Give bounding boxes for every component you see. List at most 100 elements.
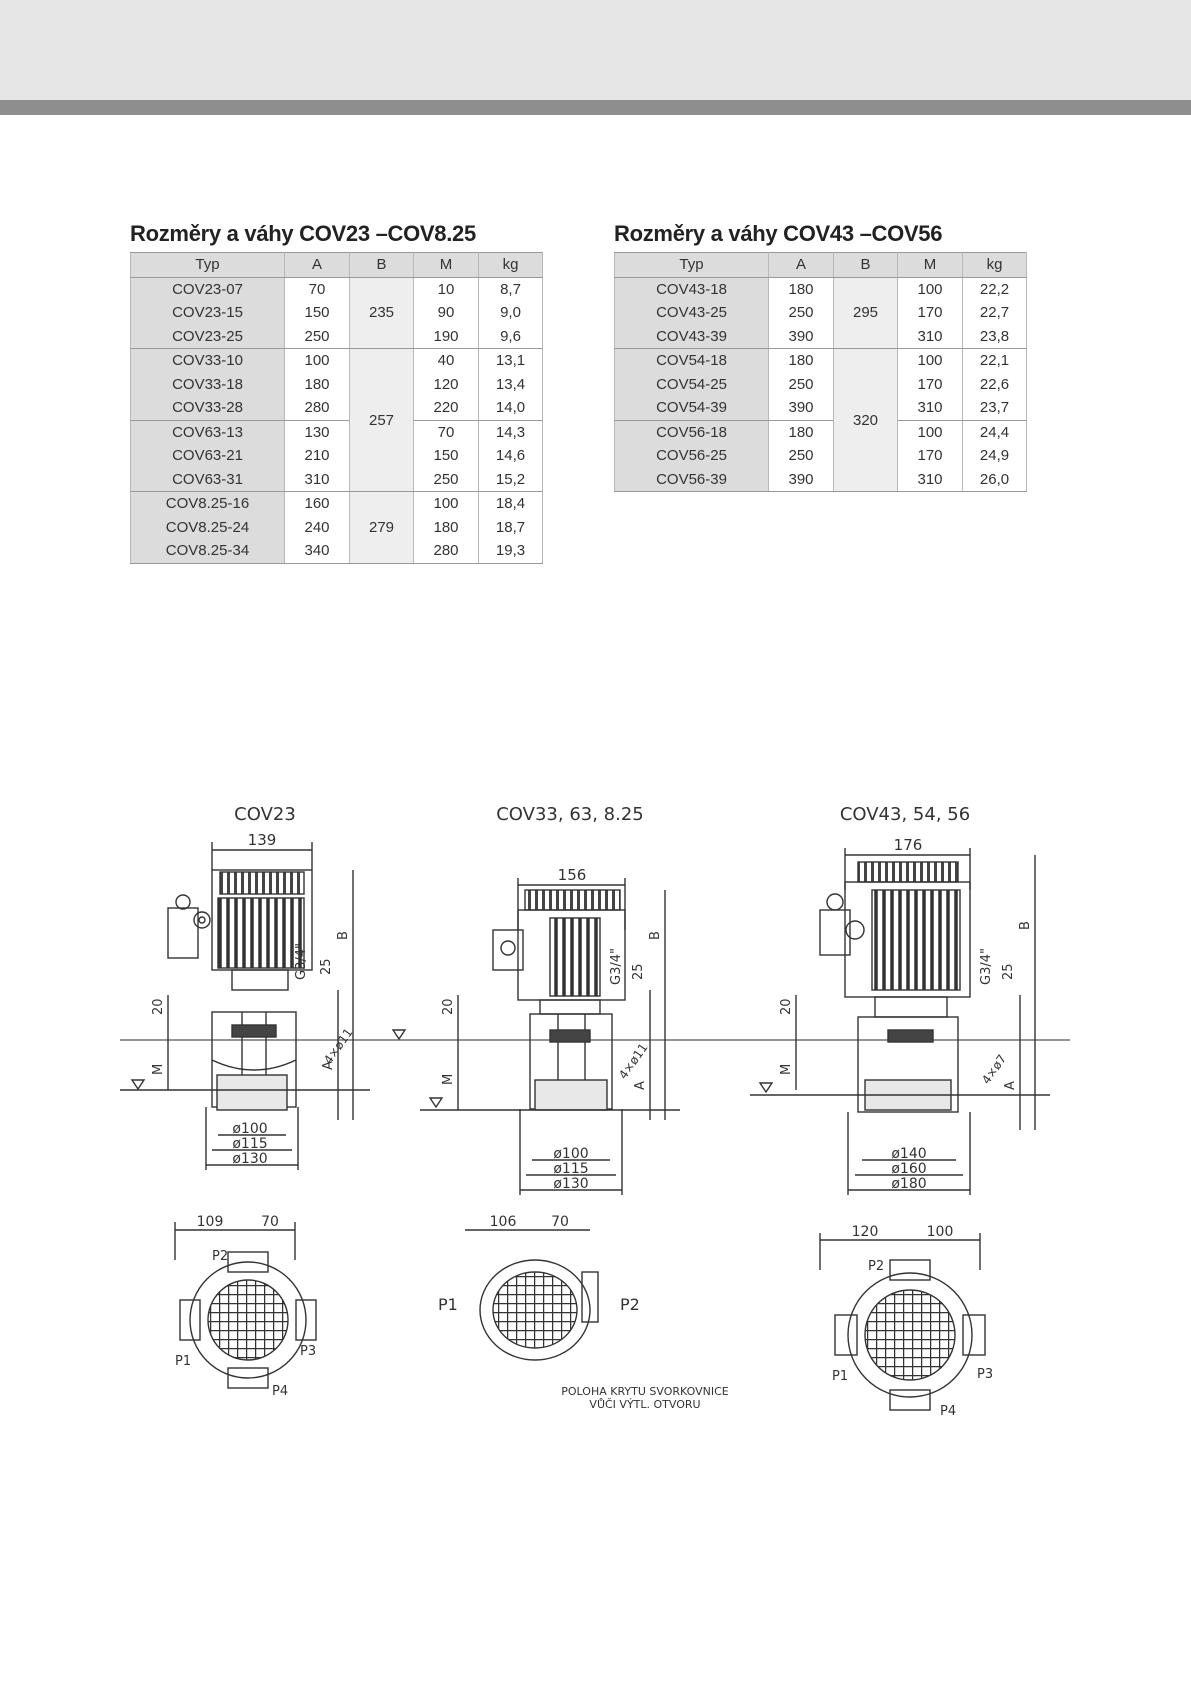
view-title: COV43, 54, 56: [840, 804, 970, 825]
cell-a: 240: [284, 515, 350, 539]
top-dim-right: 100: [927, 1224, 954, 1240]
cell-m: 310: [897, 396, 963, 421]
cell-m: 170: [897, 372, 963, 396]
cell-m: 310: [897, 324, 963, 349]
dim-width: 156: [558, 866, 587, 884]
dim-width: 176: [894, 836, 923, 854]
table-row: COV56-25 250 170 24,9: [614, 444, 1027, 468]
table-header-row: Typ A B M kg: [614, 252, 1027, 278]
cell-a: 160: [284, 491, 350, 516]
cell-kg: 13,4: [478, 372, 543, 396]
dia-mid: ø160: [891, 1161, 926, 1177]
dim-b: B: [648, 931, 663, 940]
table-row: COV56-18 180 100 24,4: [614, 420, 1027, 444]
table-row: COV63-21 210 150 14,6: [130, 444, 543, 468]
cell-m: 120: [413, 372, 479, 396]
cell-kg: 24,9: [962, 444, 1027, 468]
cell-kg: 23,8: [962, 324, 1027, 349]
table-row: COV23-07 70 235 10 8,7: [130, 277, 543, 349]
dim-m: M: [779, 1064, 794, 1075]
table-row: COV54-25 250 170 22,6: [614, 372, 1027, 396]
dia-mid: ø115: [232, 1136, 267, 1152]
cell-m: 280: [413, 539, 479, 564]
table-row: COV54-39 390 310 23,7: [614, 396, 1027, 421]
cell-b-group: 279: [349, 491, 414, 564]
port-p2: P2: [868, 1259, 884, 1274]
cell-a: 340: [284, 539, 350, 564]
table-row: COV33-18 180 120 13,4: [130, 372, 543, 396]
cell-typ: COV33-28: [130, 396, 285, 421]
top-dim-left: 106: [490, 1214, 517, 1230]
table-row: COV23-15 150 90 9,0: [130, 301, 543, 325]
cell-typ: COV56-18: [614, 420, 769, 444]
dia-outer: ø130: [553, 1176, 588, 1192]
dim-b: B: [1018, 921, 1033, 930]
port-p3: P3: [977, 1367, 993, 1382]
dia-inner: ø100: [232, 1121, 267, 1137]
table-row: COV43-18 180 295 100 22,2: [614, 277, 1027, 349]
cell-typ: COV63-31: [130, 467, 285, 492]
cell-kg: 9,6: [478, 324, 543, 349]
cell-b-group: 320: [833, 348, 898, 492]
col-header-m: M: [413, 252, 479, 278]
cell-a: 180: [284, 372, 350, 396]
table-row: COV43-25 250 170 22,7: [614, 301, 1027, 325]
cell-a: 250: [768, 301, 834, 325]
cell-kg: 15,2: [478, 467, 543, 492]
col-header-b: B: [349, 252, 414, 278]
cell-kg: 18,7: [478, 515, 543, 539]
cell-a: 250: [768, 444, 834, 468]
cell-m: 250: [413, 467, 479, 492]
cell-kg: 26,0: [962, 467, 1027, 492]
cell-a: 210: [284, 444, 350, 468]
fan-cover: [219, 871, 305, 895]
dim-20: 20: [441, 998, 456, 1015]
cell-kg: 14,0: [478, 396, 543, 421]
cell-typ: COV54-18: [614, 348, 769, 373]
cell-typ: COV23-25: [130, 324, 285, 349]
cell-typ: COV56-39: [614, 467, 769, 492]
cell-m: 90: [413, 301, 479, 325]
cell-a: 390: [768, 396, 834, 421]
thread-size: G3/4": [609, 948, 624, 985]
dim-b: B: [336, 931, 351, 940]
thread-size: G3/4": [979, 948, 994, 985]
col-header-a: A: [284, 252, 350, 278]
cell-m: 40: [413, 348, 479, 373]
table-row: COV33-10 100 257 40 13,1: [130, 348, 543, 492]
dim-20: 20: [151, 998, 166, 1015]
top-dim-right: 70: [551, 1214, 569, 1230]
col-header-b: B: [833, 252, 898, 278]
cell-a: 70: [284, 277, 350, 301]
cell-m: 100: [897, 420, 963, 444]
dia-inner: ø140: [891, 1146, 926, 1162]
port-p4: P4: [272, 1384, 288, 1399]
dim-20: 20: [779, 998, 794, 1015]
cell-kg: 13,1: [478, 348, 543, 373]
port-p1: P1: [175, 1354, 191, 1369]
dia-outer: ø130: [232, 1151, 267, 1167]
top-dim-right: 70: [261, 1214, 279, 1230]
cell-kg: 18,4: [478, 491, 543, 516]
cell-a: 390: [768, 467, 834, 492]
cell-kg: 24,4: [962, 420, 1027, 444]
top-dim-left: 109: [197, 1214, 224, 1230]
cell-a: 250: [768, 372, 834, 396]
cell-a: 390: [768, 324, 834, 349]
cell-m: 100: [897, 348, 963, 373]
cell-kg: 22,2: [962, 277, 1027, 301]
cell-typ: COV23-15: [130, 301, 285, 325]
cell-m: 190: [413, 324, 479, 349]
cell-a: 250: [284, 324, 350, 349]
cell-kg: 23,7: [962, 396, 1027, 421]
thread-size: G3/4": [294, 943, 309, 980]
cell-a: 180: [768, 420, 834, 444]
dim-a: A: [321, 1061, 336, 1070]
cell-b-group: 235: [349, 277, 414, 349]
view-title: COV33, 63, 8.25: [496, 804, 644, 825]
port-p3: P3: [300, 1344, 316, 1359]
table-block-cov23: Rozměry a váhy COV23 –COV8.25 Typ A B M …: [130, 221, 543, 564]
cell-kg: 22,7: [962, 301, 1027, 325]
dim-a: A: [633, 1081, 648, 1090]
cooling-fins: [217, 897, 305, 969]
